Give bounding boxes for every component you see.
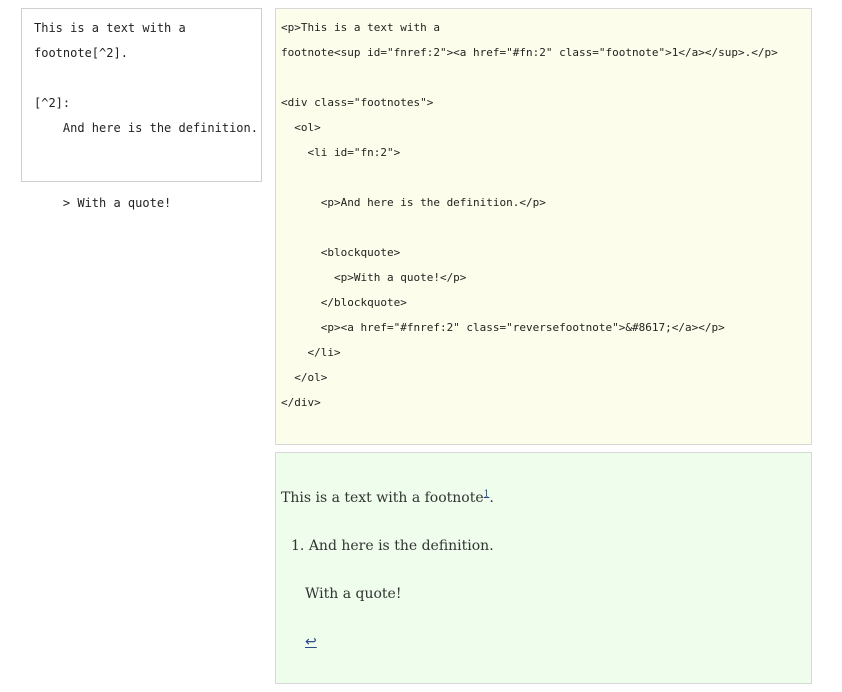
footnote-definition: And here is the definition. [308,538,494,554]
preview-paragraph: This is a text with a footnote1. [281,488,494,508]
markdown-source-text[interactable]: This is a text with a footnote[^2]. [^2]… [34,21,258,210]
rendered-preview-panel: This is a text with a footnote1. 1. And … [275,452,812,684]
footnote-list-item: 1. And here is the definition. [291,536,494,556]
footnote-reference: 1 [484,489,490,499]
footnote-blockquote: With a quote! [305,586,402,602]
html-code-panel: <p>This is a text with a footnote<sup id… [275,8,812,445]
markdown-source-panel[interactable]: This is a text with a footnote[^2]. [^2]… [21,8,262,210]
html-code-text: <p>This is a text with a footnote<sup id… [281,21,778,409]
return-to-reference-link[interactable]: ↩ [305,634,317,650]
preview-paragraph-text: This is a text with a footnote [281,490,484,506]
footnote-reference-link[interactable]: 1 [483,489,490,500]
preview-paragraph-end: . [489,490,494,506]
footnote-number: 1. [291,538,305,554]
